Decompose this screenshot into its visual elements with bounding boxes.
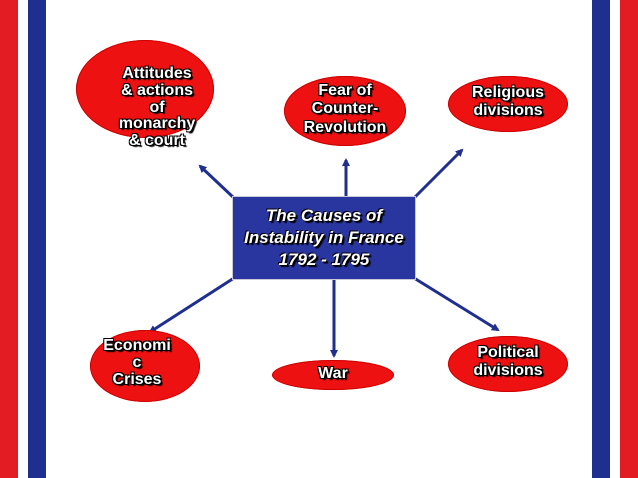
arrow-to-attitudes bbox=[198, 164, 236, 200]
left-border-red bbox=[0, 0, 18, 478]
node-fear-label: Fear of Counter- Revolution bbox=[303, 82, 387, 136]
right-border-blue bbox=[592, 0, 610, 478]
node-attitudes-oval bbox=[76, 40, 214, 138]
node-fear-oval bbox=[284, 76, 406, 146]
node-war-oval bbox=[272, 360, 394, 390]
left-border-white bbox=[18, 0, 28, 478]
node-political-label: Political divisions bbox=[473, 344, 543, 380]
center-topic-box: The Causes of Instability in France 1792… bbox=[232, 196, 416, 280]
node-economic-oval bbox=[90, 330, 200, 402]
node-religious-label: Religious divisions bbox=[471, 84, 544, 120]
arrow-to-economic bbox=[148, 276, 235, 334]
node-war-label: War bbox=[318, 365, 348, 382]
right-border-white bbox=[610, 0, 620, 478]
arrow-to-religious bbox=[412, 148, 464, 200]
left-border-blue bbox=[28, 0, 46, 478]
node-economic-label: Economi c Crises bbox=[103, 337, 171, 388]
arrow-to-political bbox=[413, 276, 500, 332]
node-political-oval bbox=[448, 336, 568, 392]
node-attitudes-label: Attitudes & actions of monarchy & court bbox=[118, 65, 196, 150]
right-border-red bbox=[620, 0, 638, 478]
node-religious-oval bbox=[448, 76, 568, 132]
center-topic-title: The Causes of Instability in France 1792… bbox=[244, 205, 404, 270]
